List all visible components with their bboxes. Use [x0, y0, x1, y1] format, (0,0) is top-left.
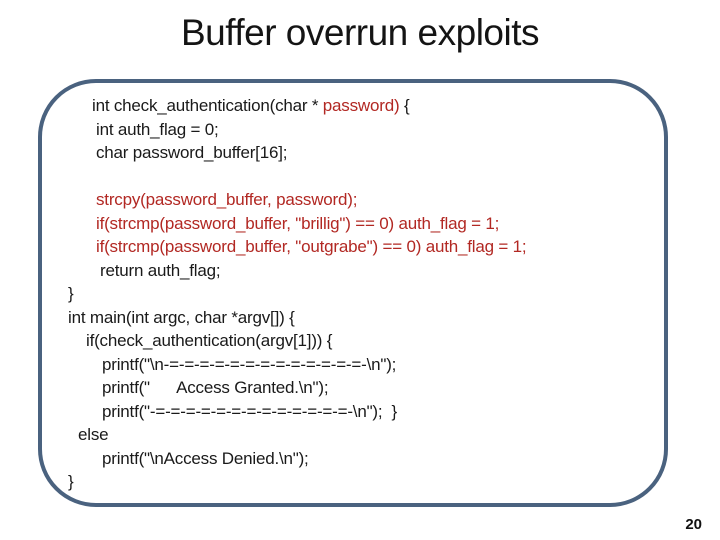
code-segment: else	[78, 425, 109, 444]
code-line: char password_buffer[16];	[42, 141, 664, 165]
code-line: printf("\nAccess Denied.\n");	[42, 447, 664, 471]
code-segment: return auth_flag;	[100, 260, 221, 280]
code-line: if(strcmp(password_buffer, "brillig") ==…	[42, 212, 664, 236]
code-segment: }	[68, 472, 74, 491]
code-segment: password)	[322, 96, 400, 115]
code-segment: int auth_flag = 0;	[96, 119, 219, 139]
code-line: printf("\n-=-=-=-=-=-=-=-=-=-=-=-=-=-\n"…	[42, 353, 664, 377]
code-line	[42, 165, 664, 189]
code-segment: int check_authentication(char *	[92, 96, 323, 115]
code-segment: if(strcmp(password_buffer, "outgrabe") =…	[96, 237, 527, 256]
code-box: int check_authentication(char * password…	[38, 79, 668, 507]
code-line: }	[42, 282, 664, 306]
code-segment: if(strcmp(password_buffer, "brillig") ==…	[96, 213, 500, 233]
code-segment: {	[399, 96, 410, 115]
code-line: int auth_flag = 0;	[42, 118, 664, 142]
code-line: int check_authentication(char * password…	[42, 94, 664, 118]
code-line: if(strcmp(password_buffer, "outgrabe") =…	[42, 235, 664, 259]
code-line: return auth_flag;	[42, 259, 664, 283]
code-segment: int main(int argc, char *argv[]) {	[68, 307, 295, 327]
code-line: int main(int argc, char *argv[]) {	[42, 306, 664, 330]
code-segment: printf("\nAccess Denied.\n");	[102, 448, 309, 468]
code-segment: if(check_authentication(argv[1])) {	[86, 331, 333, 350]
page-number: 20	[685, 516, 702, 533]
code-segment: printf("\n-=-=-=-=-=-=-=-=-=-=-=-=-=-\n"…	[102, 354, 397, 374]
code-line: if(check_authentication(argv[1])) {	[42, 329, 664, 353]
code-segment: printf(" Access Granted.\n");	[102, 378, 329, 397]
code-line: printf("-=-=-=-=-=-=-=-=-=-=-=-=-=-\n");…	[42, 400, 664, 424]
code-line: printf(" Access Granted.\n");	[42, 376, 664, 400]
code-segment: }	[68, 284, 74, 303]
code-line: }	[42, 470, 664, 494]
code-segment: printf("-=-=-=-=-=-=-=-=-=-=-=-=-=-\n");…	[102, 401, 397, 421]
code-line: else	[42, 423, 664, 447]
code-segment: strcpy(password_buffer, password);	[96, 190, 358, 209]
code-segment: char password_buffer[16];	[96, 143, 288, 162]
code-block: int check_authentication(char * password…	[42, 94, 664, 494]
code-line: strcpy(password_buffer, password);	[42, 188, 664, 212]
slide-title: Buffer overrun exploits	[180, 12, 540, 53]
